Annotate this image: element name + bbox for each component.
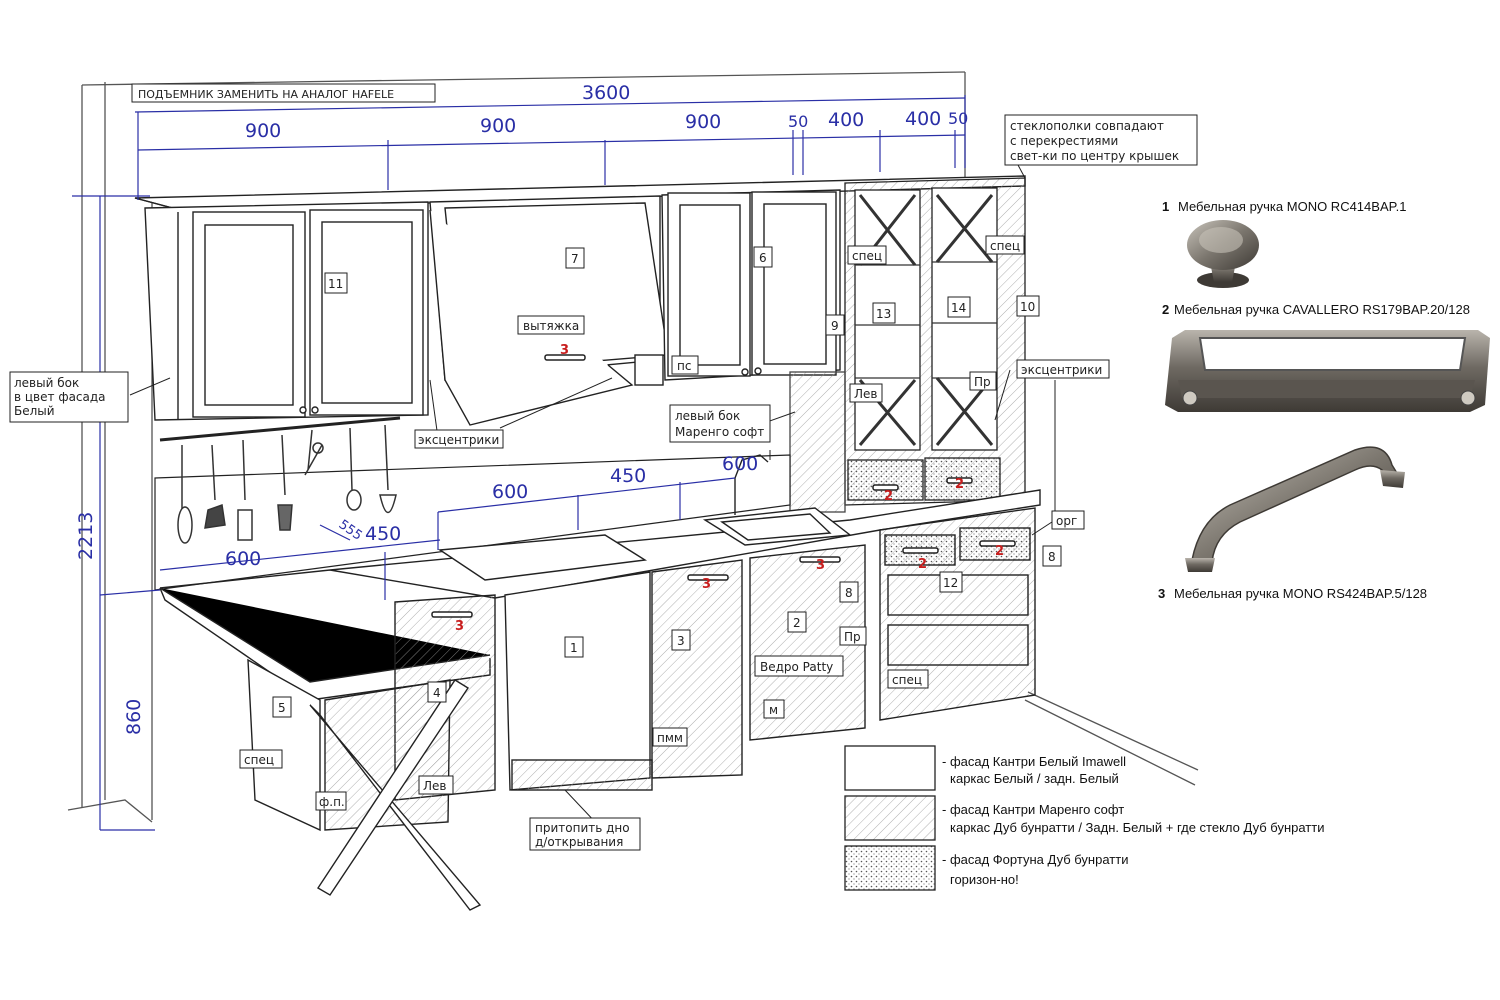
- cabinet-number: 4: [433, 686, 441, 700]
- label-org: орг: [1056, 514, 1077, 528]
- handle-1-number: 1: [1162, 199, 1169, 214]
- cabinet-number: 13: [876, 307, 891, 321]
- dim-top-6: 400: [905, 108, 941, 130]
- dim-top-7: 50: [948, 109, 968, 128]
- backsplash-rail: [154, 416, 791, 591]
- label-lev-glass: Лев: [854, 387, 877, 401]
- glass-tall-units: [789, 177, 1026, 513]
- cabinet-number: 7: [571, 252, 579, 266]
- handle-marker: 2: [955, 477, 964, 492]
- label-pmm: пмм: [657, 731, 683, 745]
- handle-marker: 2: [918, 557, 927, 572]
- handle-1-name: Мебельная ручка MONO RC414BAP.1: [1178, 199, 1406, 214]
- dim-top-3: 900: [685, 111, 721, 133]
- legend-2-line-1: - фасад Кантри Маренго софт: [942, 802, 1124, 817]
- handle-list: 1 Мебельная ручка MONO RC414BAP.1 2 Мебе…: [1158, 199, 1470, 601]
- label-m: м: [769, 703, 778, 717]
- upper-cabinets: [134, 175, 1026, 426]
- label-pr-glass: Пр: [974, 375, 991, 389]
- label-spec-glass-right: спец: [990, 239, 1020, 253]
- handle-3-number: 3: [1158, 586, 1165, 601]
- label-spec-base-left: спец: [244, 753, 274, 767]
- label-spec-base-right: спец: [892, 673, 922, 687]
- label-pr-base: Пр: [844, 630, 861, 644]
- label-spec-glass-left: спец: [852, 249, 882, 263]
- cabinet-number: 11: [328, 277, 343, 291]
- handle-1-image: [1187, 220, 1259, 288]
- cabinet-number: 8: [1048, 550, 1056, 564]
- labels: вытяжка пс эксцентрики эксцентрики спец …: [239, 235, 1102, 811]
- legend-3-line-2: горизон-но!: [950, 872, 1019, 887]
- handle-3-image: [1185, 446, 1405, 572]
- legend-1-line-2: каркас Белый / задн. Белый: [950, 771, 1119, 786]
- legend-1-line-1: - фасад Кантри Белый Imawell: [942, 754, 1126, 769]
- bottom-note-1: притопить дно: [535, 821, 630, 835]
- mid-side-note-2: Маренго софт: [675, 425, 764, 439]
- dim-counter-3: 600: [722, 453, 758, 475]
- glass-note-1: стеклополки совпадают: [1010, 119, 1164, 133]
- cabinet-number: 10: [1020, 300, 1035, 314]
- dim-top-2: 900: [480, 115, 516, 137]
- handle-marker: 3: [455, 619, 464, 634]
- label-eccentrics-left: эксцентрики: [418, 433, 499, 447]
- dim-top-1: 900: [245, 120, 281, 142]
- glass-note-2: с перекрестиями: [1010, 134, 1118, 148]
- cabinet-number: 14: [951, 301, 966, 315]
- left-side-note-3: Белый: [14, 404, 55, 418]
- glass-note-3: свет-ки по центру крышек: [1010, 149, 1179, 163]
- label-fp: ф.п.: [319, 795, 345, 809]
- legend-swatches: [844, 745, 936, 891]
- dimension-lines: [72, 95, 966, 831]
- dim-base-height: 860: [123, 699, 145, 735]
- handle-marker: 3: [560, 343, 569, 358]
- handle-markers: 3 3 3 3 2 2 2 2: [455, 343, 1004, 634]
- cabinet-number: 3: [677, 634, 685, 648]
- label-hood: вытяжка: [523, 319, 579, 333]
- handle-2-image: [1165, 330, 1490, 412]
- left-side-note-1: левый бок: [14, 376, 79, 390]
- handle-2-name: Мебельная ручка CAVALLERO RS179BAP.20/12…: [1174, 302, 1470, 317]
- handle-marker: 3: [702, 577, 711, 592]
- legend-3-line-1: - фасад Фортуна Дуб бунратти: [942, 852, 1128, 867]
- cabinet-numbers: 1 2 3 4 5 6 7 8 8 9 10 11 12 13 14: [272, 246, 1062, 718]
- mid-side-note-1: левый бок: [675, 409, 740, 423]
- left-side-note-2: в цвет фасада: [14, 390, 106, 404]
- legend-2-line-2: каркас Дуб бунратти / Задн. Белый + где …: [950, 820, 1324, 835]
- bottom-note-2: д/открывания: [535, 835, 623, 849]
- dim-bar-length: 600: [225, 548, 261, 570]
- handle-marker: 2: [884, 489, 893, 504]
- dim-total-width: 3600: [582, 82, 630, 104]
- cabinet-number: 12: [943, 576, 958, 590]
- legend: - фасад Кантри Белый Imawell каркас Белы…: [942, 754, 1324, 887]
- label-ps: пс: [677, 359, 691, 373]
- note-boxes: [9, 83, 1198, 851]
- dim-top-4: 50: [788, 112, 808, 131]
- label-eccentrics-right: эксцентрики: [1021, 363, 1102, 377]
- cabinet-number: 2: [793, 616, 801, 630]
- small-handles: [431, 354, 1016, 618]
- cabinet-number: 6: [759, 251, 767, 265]
- dim-counter-1: 600: [492, 481, 528, 503]
- dim-bar-width: 450: [365, 523, 401, 545]
- cabinet-number: 8: [845, 586, 853, 600]
- handle-3-name: Мебельная ручка MONO RS424BAP.5/128: [1174, 586, 1427, 601]
- handle-2-number: 2: [1162, 302, 1169, 317]
- dim-counter-2: 450: [610, 465, 646, 487]
- dim-top-5: 400: [828, 109, 864, 131]
- dimension-values: 3600 900 900 900 50 400 400 50 600 450 6…: [75, 82, 968, 735]
- cabinet-number: 9: [831, 319, 839, 333]
- label-lev-base: Лев: [423, 779, 446, 793]
- handle-marker: 2: [995, 544, 1004, 559]
- base-units: [159, 454, 1041, 911]
- handle-marker: 3: [816, 558, 825, 573]
- cabinet-number: 5: [278, 701, 286, 715]
- cabinet-number: 1: [570, 641, 578, 655]
- label-bin: Ведро Patty: [760, 660, 833, 674]
- dim-bar-depth: 555: [336, 517, 365, 544]
- top-note: ПОДЪЕМНИК ЗАМЕНИТЬ НА АНАЛОГ HAFELE: [138, 88, 394, 101]
- dim-total-height: 2213: [75, 512, 97, 560]
